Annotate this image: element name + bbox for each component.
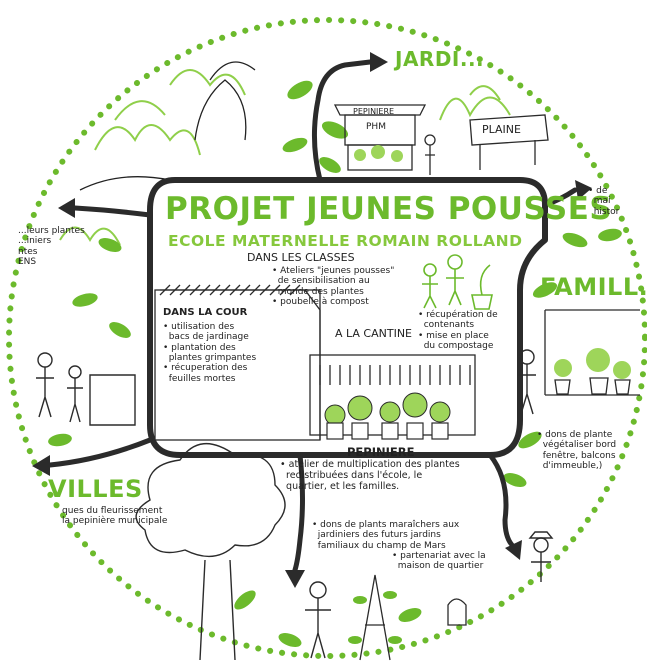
classes-item: • poubelle à compost [272, 297, 369, 308]
pepiniere-stand [333, 104, 436, 175]
west-item: ...iniers [18, 236, 52, 247]
dog-figure [447, 598, 467, 626]
pepiniere-stand-plants [354, 145, 403, 162]
west-list: ...leurs plantes ...iniers ntes ENS [18, 226, 85, 267]
familles-item: d'immeuble,) [537, 461, 603, 472]
south-item: • dons de plants maraîchers aux [312, 520, 460, 530]
dotted-circle-border [6, 17, 647, 659]
history-item: • de [588, 186, 608, 196]
cour-item: feuilles mortes [163, 373, 236, 384]
tree-bottom-left [135, 442, 286, 661]
arrow-heads [32, 52, 592, 588]
familles-list: • dons de plante végétaliser bord fenêtr… [537, 430, 616, 471]
villes-item: la pepinière municipale [62, 516, 168, 527]
trellis-leaves [348, 591, 402, 644]
pepiniere-list: • atelier de multiplication des plantes … [280, 459, 460, 493]
jardins-label: JARDI... [395, 47, 485, 71]
familles-item: fenêtre, balcons [537, 450, 616, 461]
person-bottom-right [528, 531, 554, 582]
cour-heading: DANS LA COUR [163, 307, 248, 319]
cour-item: • plantation des [163, 342, 236, 353]
history-item: mai [588, 196, 611, 207]
history-item: histor [588, 206, 620, 217]
cantine-item: • récupération de [418, 310, 498, 320]
school-subtitle: ECOLE MATERNELLE ROMAIN ROLLAND [168, 232, 523, 250]
villes-item: ques du fleurissement [62, 506, 163, 516]
south-item: jardiniers des futurs jardins [312, 530, 441, 541]
person-familles [518, 349, 536, 415]
villes-label: VILLES [48, 475, 143, 503]
cantine-item: du compostage [418, 341, 494, 352]
classes-item: de sensibilisation au [272, 276, 370, 287]
familles-item: végétaliser bord [537, 440, 617, 451]
pepiniere-item: redistribuées dans l'école, le [280, 469, 423, 481]
south-list: • dons de plants maraîchers aux jardinie… [312, 520, 486, 572]
cour-item: • utilisation des [163, 322, 235, 332]
project-title: PROJET JEUNES POUSSES [165, 191, 613, 227]
background-sketch [79, 61, 256, 191]
plaine-sign-board [469, 114, 549, 170]
pepiniere-sign-line2: PHM [366, 122, 386, 132]
people-left [36, 352, 136, 426]
west-item: ENS [18, 257, 37, 268]
south-item: maison de quartier [392, 561, 484, 572]
classes-list: • Ateliers "jeunes pousses" de sensibili… [272, 266, 394, 307]
south-item: • partenariat avec la [392, 551, 486, 562]
cantine-item: contenants [418, 320, 475, 331]
south-item: familiaux du champ de Mars [312, 540, 446, 551]
cour-item: bacs de jardinage [163, 332, 249, 343]
classes-heading: DANS LES CLASSES [247, 251, 355, 264]
potted-plants [324, 392, 451, 440]
cour-item: plantes grimpantes [163, 353, 257, 364]
villes-list: ques du fleurissement la pepinière munic… [62, 506, 167, 527]
history-list: • de mai histor [588, 186, 619, 217]
pepiniere-heading: PEPINIERE [347, 445, 415, 459]
familles-label: FAMILL... [540, 273, 647, 301]
background-foliage [59, 69, 511, 246]
flow-arrows [47, 59, 578, 573]
familles-plants [554, 348, 631, 379]
central-frame [147, 177, 548, 458]
cantine-heading: A LA CANTINE [335, 327, 412, 340]
pepiniere-item: • atelier de multiplication des plantes [280, 459, 460, 470]
west-item: ntes [18, 246, 38, 257]
cantine-list: • récupération de contenants • mise en p… [418, 310, 498, 351]
cour-item: • récuperation des [163, 363, 248, 374]
familles-window [544, 309, 640, 396]
familles-item: • dons de plante [537, 430, 613, 440]
plaine-sign: PLAINE [482, 123, 521, 136]
tomato-trellis [359, 574, 391, 661]
gardener-figure [305, 581, 331, 659]
cantine-item: • mise en place [418, 330, 489, 341]
cour-list: • utilisation des bacs de jardinage • pl… [163, 322, 256, 384]
green-leaves [48, 80, 622, 647]
west-item: ...leurs plantes [18, 226, 85, 236]
pepiniere-sign-line1: PEPINIERE [353, 107, 395, 116]
children-figures [422, 254, 493, 310]
classes-item: monde des plantes [272, 286, 364, 297]
pepiniere-item: quartier, et les familles. [280, 480, 400, 492]
classes-item: • Ateliers "jeunes pousses" [272, 266, 395, 276]
